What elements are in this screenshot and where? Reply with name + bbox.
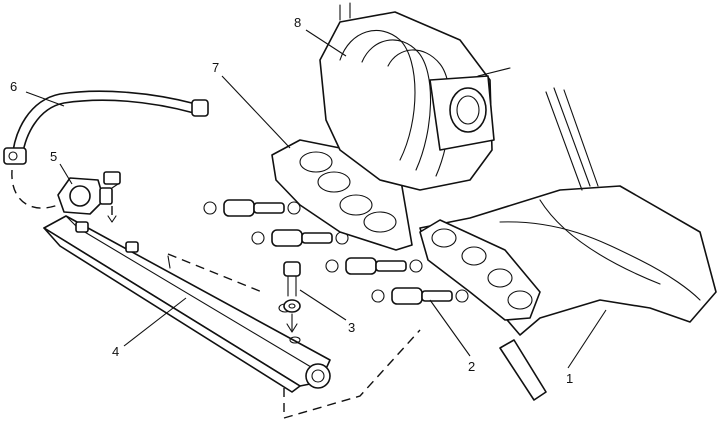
bolt-and-washer <box>283 261 301 333</box>
callout-numbers: 1 2 3 4 5 6 7 8 <box>10 15 573 386</box>
callout-3: 3 <box>348 320 355 335</box>
fuel-pressure-regulator <box>57 171 121 223</box>
callout-8: 8 <box>294 15 301 30</box>
fuel-injector <box>203 199 469 305</box>
callout-4: 4 <box>112 344 119 359</box>
upper-intake-plenum <box>319 2 511 191</box>
callout-6: 6 <box>10 79 17 94</box>
callout-5: 5 <box>50 149 57 164</box>
callout-2: 2 <box>468 359 475 374</box>
callout-leaders <box>25 29 607 369</box>
callout-1: 1 <box>566 371 573 386</box>
intake-manifold <box>419 87 717 401</box>
callout-7: 7 <box>212 60 219 75</box>
fuel-hose <box>3 90 209 209</box>
fuel-rail <box>43 215 421 419</box>
